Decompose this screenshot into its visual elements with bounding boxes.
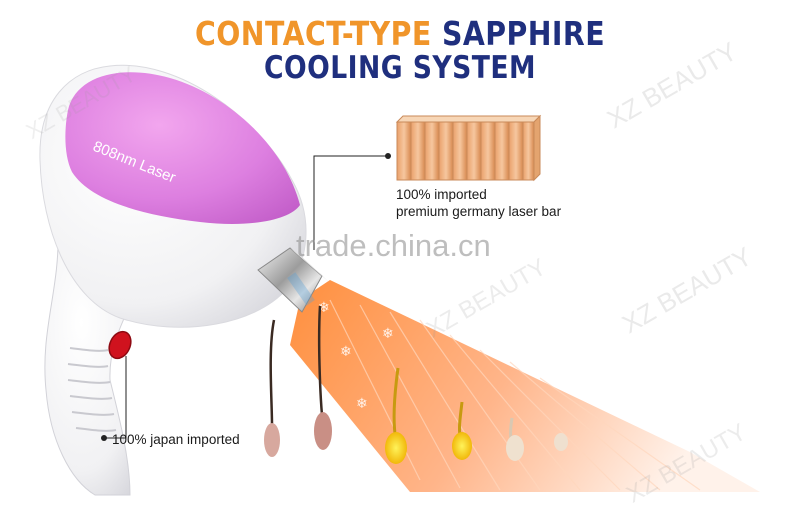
hair-follicle-fading	[506, 417, 524, 461]
japan-label: 100% japan imported	[112, 432, 240, 447]
laser-beam	[290, 280, 760, 492]
japan-callout-line	[104, 356, 127, 439]
svg-text:❄: ❄	[318, 299, 330, 315]
site-watermark: trade.china.cn	[296, 228, 491, 263]
snowflake-icons: ❄ ❄ ❄ ❄	[318, 299, 394, 411]
sapphire-nozzle	[257, 247, 330, 313]
handle-grip-ridges	[67, 347, 117, 432]
laser-bar-label-line2: premium germany laser bar	[396, 204, 562, 219]
laser-bar-callout-line	[313, 155, 388, 250]
svg-text:❄: ❄	[382, 325, 394, 341]
svg-text:❄: ❄	[340, 343, 352, 359]
hair-follicle-pink-1	[264, 319, 280, 457]
laser-bar-label-line1: 100% imported	[396, 187, 487, 202]
handpiece-pink-shell	[65, 72, 300, 225]
heading-navy-text: SAPPHIRE	[442, 14, 606, 53]
laser-bar-stack	[395, 114, 542, 182]
hair-follicle-heated-1	[385, 367, 407, 464]
hair-follicle-heated-2	[452, 401, 472, 460]
trigger-button	[108, 330, 132, 360]
laser-bar-callout-dot	[385, 153, 391, 159]
hair-follicle-remnant	[554, 433, 568, 451]
heading-line-2: COOLING SYSTEM	[264, 50, 536, 86]
hair-follicle-pink-2	[314, 305, 332, 450]
japan-callout-dot	[101, 435, 107, 441]
heading-line-1: CONTACT-TYPE SAPPHIRE	[56, 14, 744, 53]
heading-orange-text: CONTACT-TYPE	[194, 14, 432, 53]
laser-bar-label: 100% imported premium germany laser bar	[396, 186, 561, 220]
svg-text:❄: ❄	[356, 395, 368, 411]
